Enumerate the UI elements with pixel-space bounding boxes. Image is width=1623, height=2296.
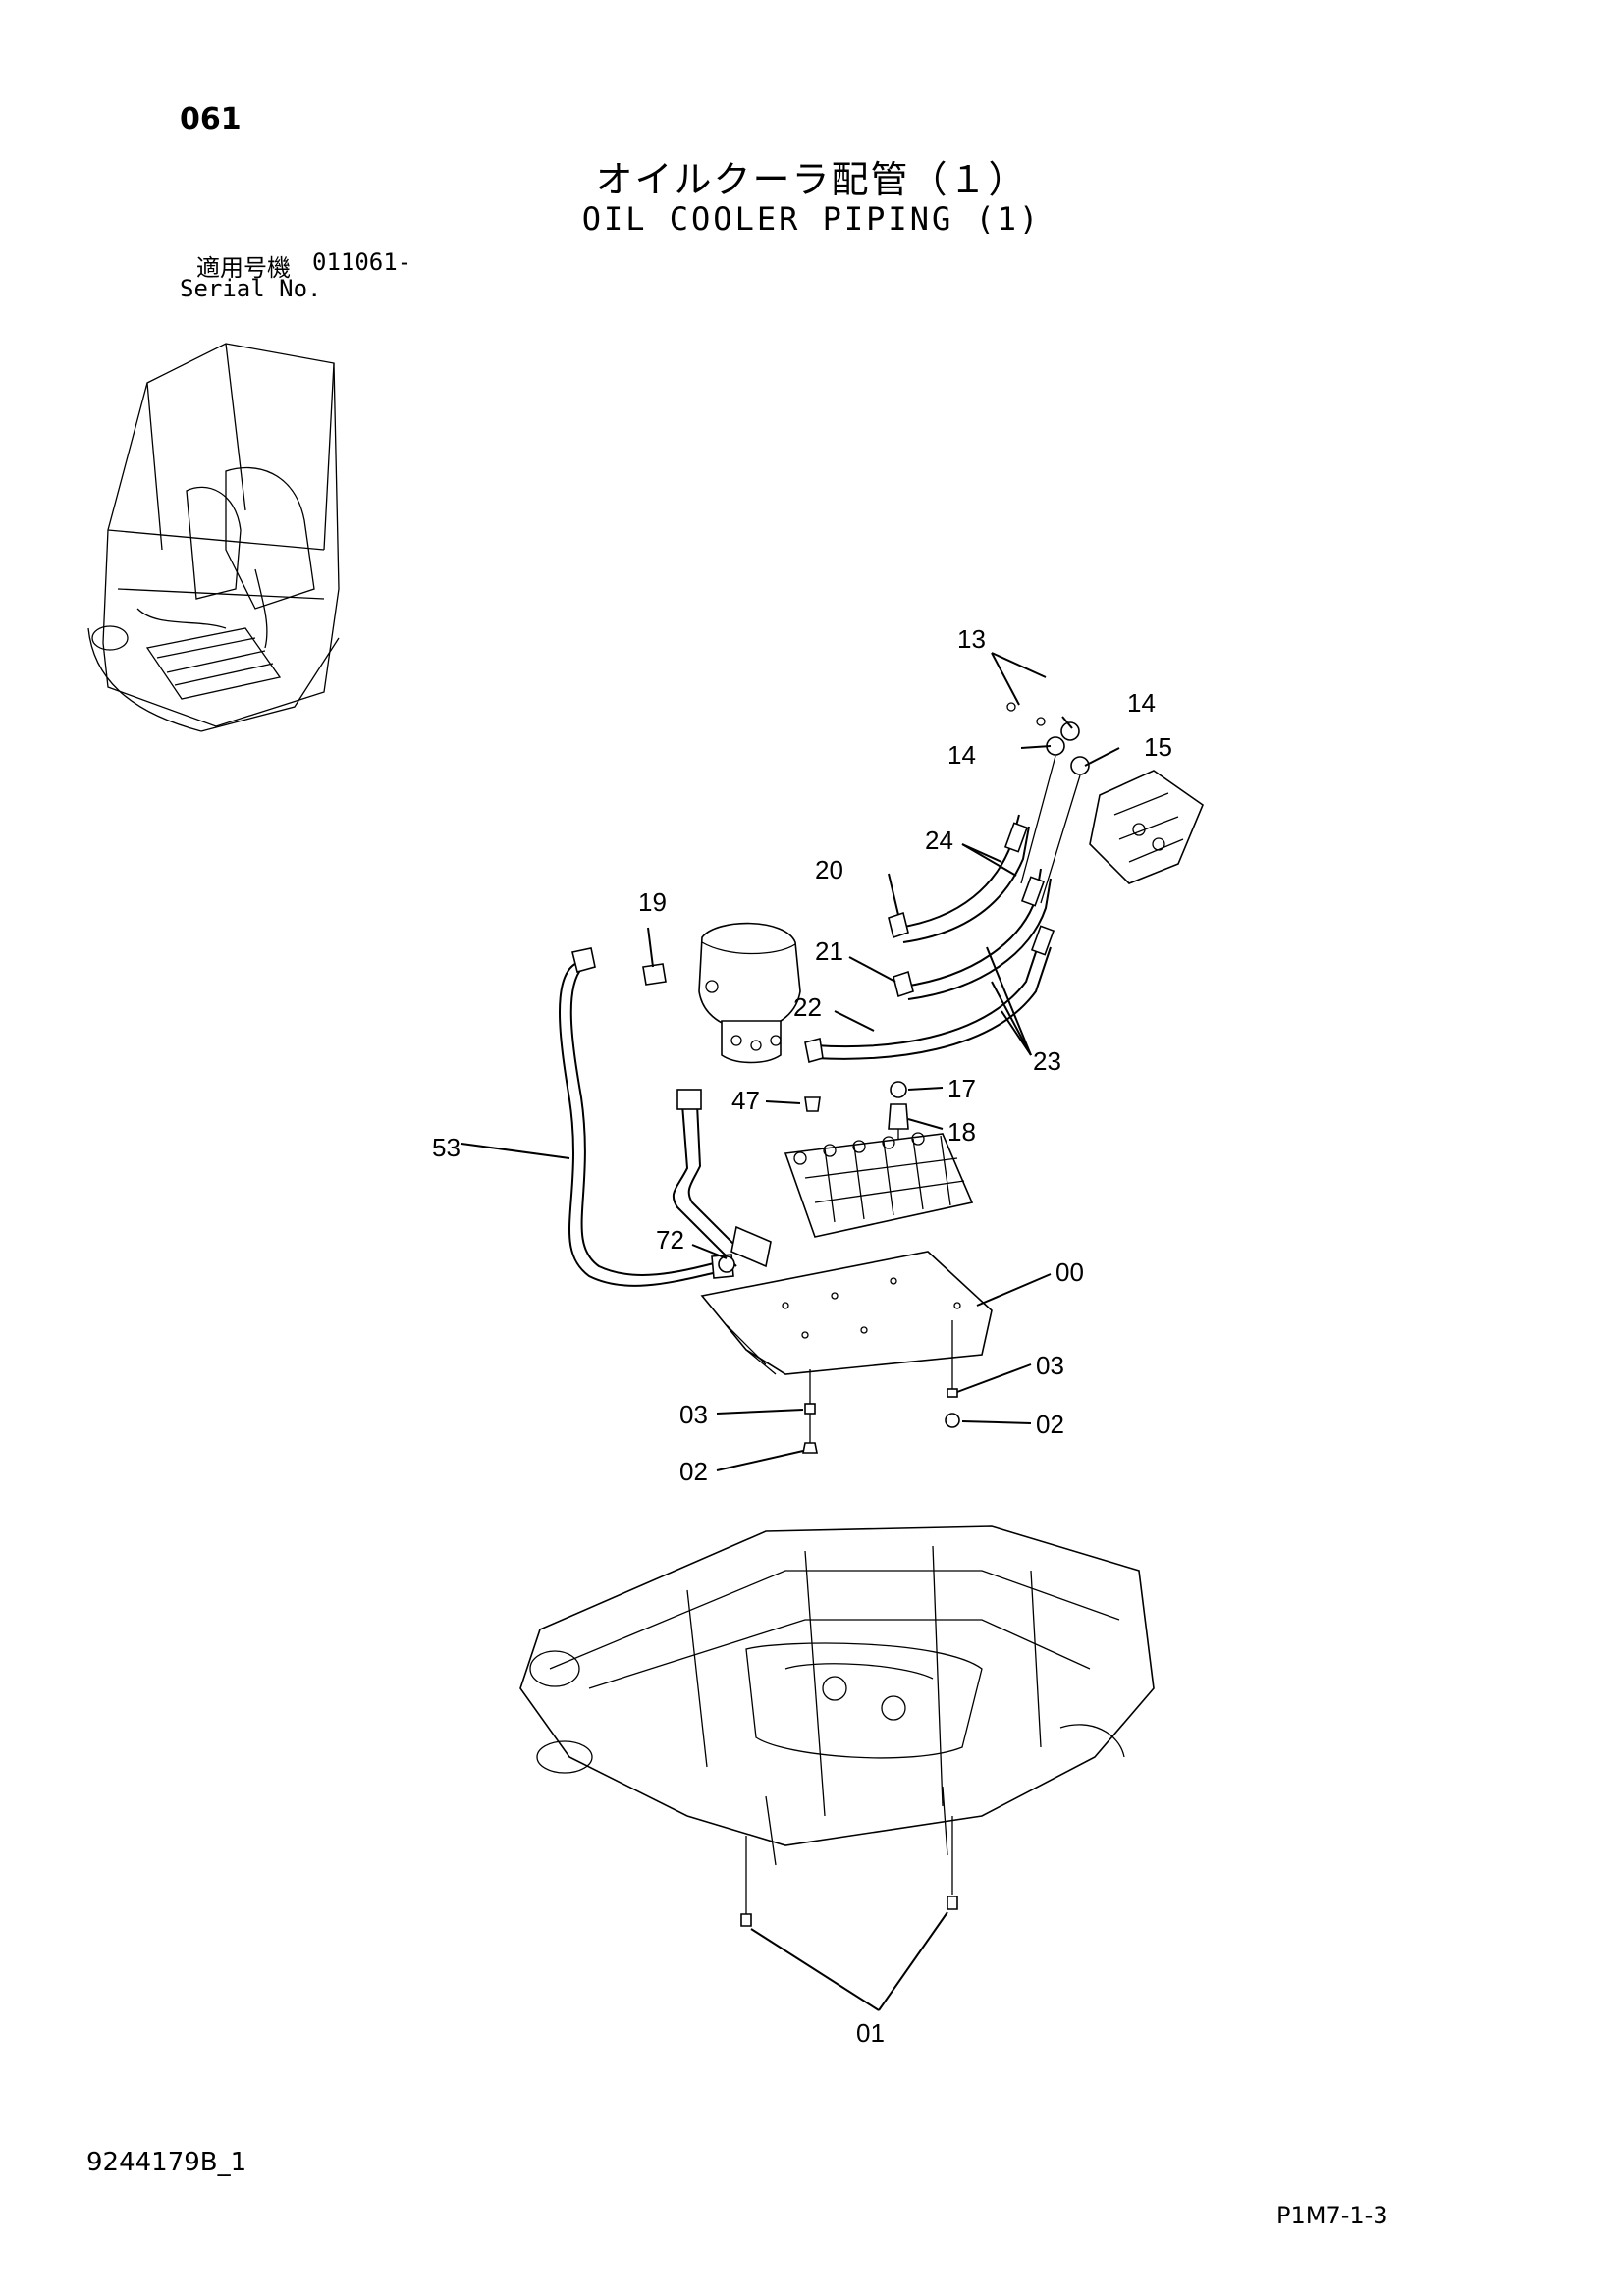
serial-label-english: Serial No. (180, 275, 322, 302)
pilot-valve-assembly (642, 922, 801, 1064)
upper-frame-structure (519, 1525, 1155, 1927)
title-japanese: オイルクーラ配管（１） (595, 158, 1028, 201)
mounting-plate-00 (700, 1251, 993, 1375)
serial-label-japanese: 適用号機 (196, 254, 291, 282)
title-english: OIL COOLER PIPING (1) (581, 200, 1042, 238)
callout-03: 03 (1036, 1351, 1064, 1380)
callout-19: 19 (638, 887, 667, 917)
callout-22: 22 (793, 992, 822, 1022)
callout-17: 17 (947, 1074, 976, 1103)
serial-value: 011061- (312, 248, 412, 276)
callout-01: 01 (856, 2018, 885, 2048)
hose-assemblies (804, 814, 1055, 1064)
leader-lines (460, 652, 1120, 2011)
callout-21: 21 (815, 936, 843, 966)
callout-00: 00 (1055, 1257, 1084, 1287)
callout-20: 20 (815, 855, 843, 884)
callout-53: 53 (432, 1133, 460, 1162)
page-number: 061 (180, 102, 242, 136)
callout-72: 72 (656, 1225, 684, 1255)
callout-47: 47 (731, 1086, 760, 1115)
callout-23: 23 (1033, 1046, 1061, 1076)
cab-overview-illustration (87, 343, 340, 732)
bolts-03-02 (802, 1320, 960, 1454)
oil-cooler-connection (1089, 770, 1204, 884)
callout-15: 15 (1144, 732, 1172, 762)
fittings-cluster (1006, 702, 1090, 904)
document-id: 9244179B_1 (86, 2148, 247, 2177)
pipe-assembly-72 (672, 1089, 772, 1273)
fittings-17-18 (804, 1081, 909, 1158)
callout-03: 03 (679, 1400, 708, 1429)
callout-24: 24 (925, 826, 953, 855)
callout-14: 14 (1127, 688, 1156, 718)
control-valve-block (784, 1132, 974, 1238)
callout-02: 02 (679, 1457, 708, 1486)
page-code: P1M7-1-3 (1276, 2202, 1388, 2229)
callout-13: 13 (957, 624, 986, 654)
callout-18: 18 (947, 1117, 976, 1147)
callout-02: 02 (1036, 1410, 1064, 1439)
callout-14: 14 (947, 740, 976, 770)
callout-labels: 13 14 14 15 24 20 19 21 22 23 47 17 18 5… (432, 624, 1172, 2048)
